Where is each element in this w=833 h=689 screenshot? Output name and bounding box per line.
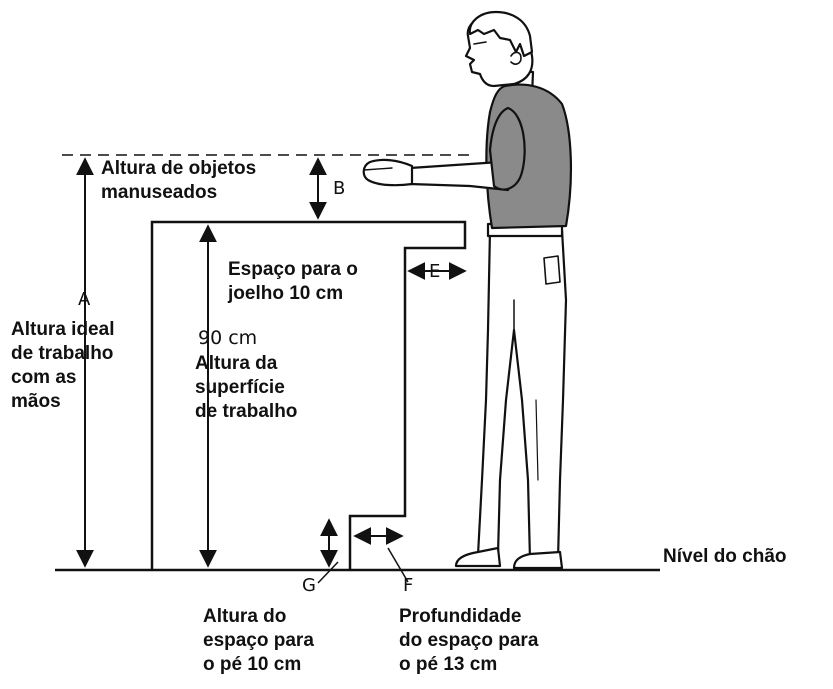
trousers (476, 228, 568, 562)
sleeve (488, 106, 526, 191)
label-line: Altura do (203, 606, 287, 627)
front-shoe (454, 546, 502, 568)
label-line: mãos (11, 391, 61, 412)
label-line: espaço para (203, 630, 314, 651)
label-foot-space-depth: Profundidade do espaço para o pé 13 cm (399, 605, 538, 677)
label-line: Profundidade (399, 606, 522, 627)
label-line: Altura ideal (11, 319, 115, 340)
leader-g (317, 561, 339, 584)
rear-shoe (512, 550, 564, 570)
label-foot-space-height: Altura do espaço para o pé 10 cm (203, 605, 314, 677)
label-floor-level: Nível do chão (663, 546, 787, 567)
leader-f (387, 547, 409, 583)
label-line: o pé 10 cm (203, 654, 302, 675)
label-line: com as (11, 367, 77, 388)
label-b: B (333, 178, 346, 199)
standing-person (362, 10, 573, 570)
hand (362, 158, 414, 187)
label-f: F (403, 575, 414, 596)
workbench-outline (150, 220, 467, 570)
back-pocket (543, 255, 561, 285)
label-knee-space: Espaço para o joelho 10 cm (228, 258, 358, 306)
label-line: manuseados (101, 182, 218, 203)
label-line: Altura de objetos (101, 158, 257, 179)
label-handled-objects-height: Altura de objetos manuseados (101, 157, 256, 205)
label-work-surface-height: Altura da superfície de trabalho (195, 352, 297, 424)
label-e: E (429, 261, 441, 282)
label-line: superfície (195, 377, 285, 398)
label-line: o pé 13 cm (399, 654, 498, 675)
hair (468, 10, 534, 58)
label-line: do espaço para (399, 630, 539, 651)
label-90cm: 90 cm (198, 327, 258, 349)
label-line: Altura da (195, 353, 278, 374)
label-ideal-working-height: Altura ideal de trabalho com as mãos (11, 318, 114, 414)
label-a: A (78, 289, 91, 310)
label-line: joelho 10 cm (228, 283, 344, 304)
label-g: G (302, 575, 316, 596)
label-line: de trabalho (11, 343, 114, 364)
label-line: Espaço para o (228, 259, 358, 280)
label-line: de trabalho (195, 401, 298, 422)
